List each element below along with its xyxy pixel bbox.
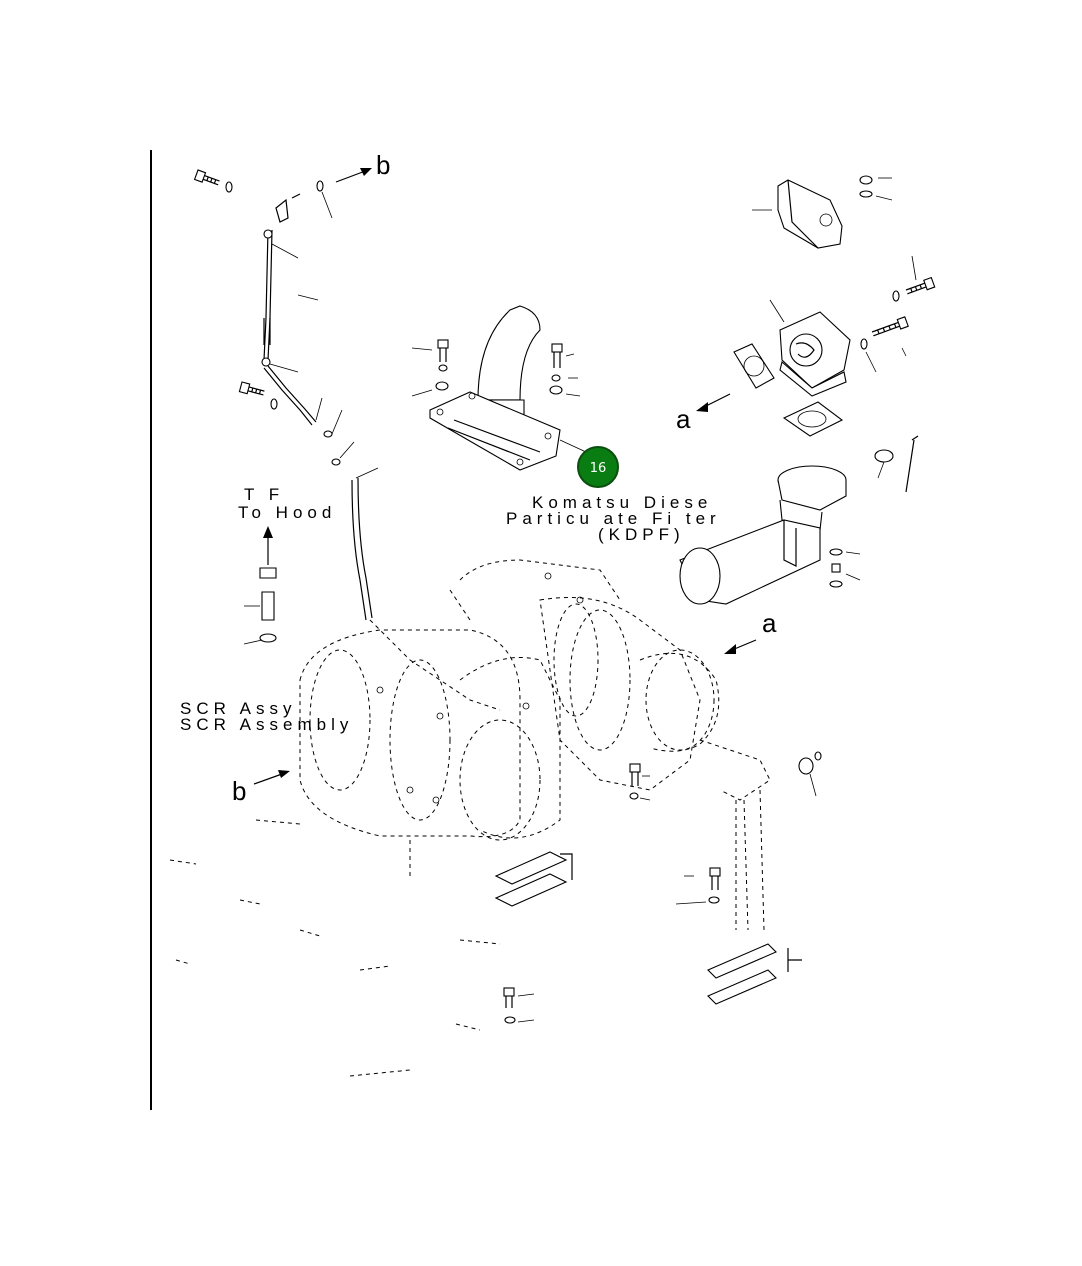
- elbow-pipe-with-flange: [411, 305, 587, 471]
- letter-b-left: b: [232, 776, 246, 806]
- filter-label-line1: Komatsu Diese: [532, 493, 712, 512]
- letter-a-upper: a: [676, 404, 691, 434]
- callout-16[interactable]: 16: [577, 446, 619, 488]
- assembly-label-2: SCR Assembly: [180, 715, 353, 734]
- letter-a-lower: a: [762, 608, 777, 638]
- mounting-bracket: [752, 175, 936, 373]
- filter-label-abbrev: (KDPF): [598, 525, 685, 544]
- letter-b-top: b: [376, 150, 390, 180]
- pipe-bracket-assembly: [193, 168, 372, 466]
- callout-number: 16: [590, 461, 607, 476]
- filter-label-line2: Particu ate Fi ter: [506, 509, 721, 528]
- exhaust-muffler: [679, 435, 919, 605]
- elbow-housing: [696, 299, 851, 437]
- hose-to-hood: [243, 467, 379, 645]
- scr-assembly-body: [299, 559, 771, 931]
- lower-hardware: [169, 751, 822, 1077]
- to-hood-label-2: To Hood: [238, 503, 336, 522]
- to-hood-label-1: T F: [244, 485, 284, 504]
- assembly-label-1: SCR Assy: [180, 699, 297, 718]
